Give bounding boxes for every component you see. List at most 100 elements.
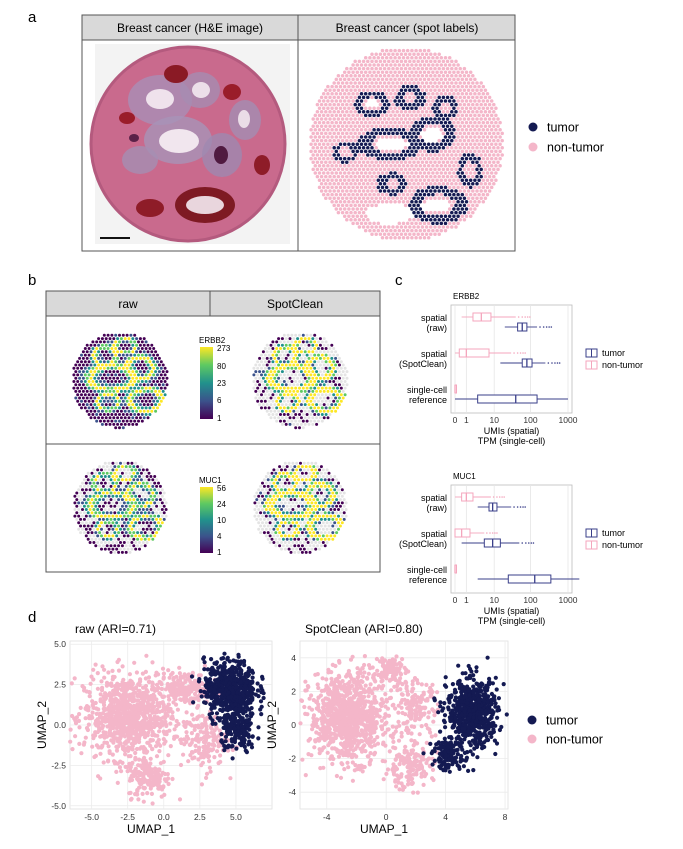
expression-spot [337, 356, 341, 360]
expression-spot [286, 360, 290, 364]
spot-tumor [445, 189, 450, 193]
spot-non-tumor [372, 178, 376, 182]
spot-non-tumor [311, 124, 315, 128]
expression-spot [76, 373, 80, 377]
spot-tumor [355, 142, 360, 146]
expression-spot [344, 501, 348, 505]
expression-spot [301, 380, 305, 383]
spot-non-tumor [353, 110, 357, 114]
spot-non-tumor [447, 106, 452, 110]
spot-non-tumor [418, 70, 423, 74]
spot-non-tumor [317, 128, 322, 132]
expression-spot [283, 468, 287, 472]
expression-spot [320, 353, 324, 357]
spot-non-tumor [366, 182, 370, 186]
expression-spot [126, 527, 130, 531]
expression-spot [138, 396, 142, 400]
expression-spot [277, 396, 281, 400]
expression-spot [134, 547, 138, 551]
expression-spot [143, 511, 147, 515]
expression-spot [124, 517, 128, 521]
spot-non-tumor [410, 56, 414, 60]
expression-spot [151, 511, 155, 515]
expression-spot [105, 491, 109, 495]
spot-tumor [431, 106, 435, 110]
umap-point [135, 693, 140, 698]
expression-spot [297, 504, 301, 508]
expression-spot [147, 511, 151, 515]
expression-spot [139, 524, 143, 528]
expression-spot [123, 343, 127, 347]
expression-spot [321, 494, 325, 498]
expression-spot [88, 475, 92, 478]
expression-spot [116, 363, 120, 367]
expression-spot [305, 347, 309, 350]
expression-spot [96, 494, 100, 498]
expression-spot [268, 508, 272, 511]
spot-tumor [403, 182, 408, 186]
expression-spot [295, 508, 299, 511]
expression-spot [120, 498, 124, 502]
expression-spot [111, 494, 115, 498]
expression-spot [137, 393, 140, 397]
expression-spot [289, 531, 293, 535]
spot-non-tumor [319, 153, 324, 157]
spot-non-tumor [368, 171, 372, 175]
expression-spot [136, 498, 140, 502]
expression-spot [139, 531, 143, 535]
spot-non-tumor [454, 131, 458, 136]
spot-tumor [408, 146, 412, 150]
expression-spot [113, 550, 117, 554]
expression-spot [92, 475, 96, 478]
expression-spot [82, 504, 86, 508]
expression-spot [296, 422, 300, 426]
umap-point [90, 710, 95, 715]
expression-spot [284, 389, 288, 393]
expression-spot [160, 514, 164, 518]
spot-non-tumor [376, 56, 381, 60]
expression-spot [282, 373, 286, 377]
expression-spot [280, 409, 284, 413]
expression-spot [127, 337, 131, 341]
spot-tumor [347, 156, 351, 161]
expression-spot [255, 498, 259, 502]
expression-spot [263, 360, 267, 364]
spot-non-tumor [389, 92, 393, 96]
expression-spot [112, 363, 116, 367]
expression-spot [81, 370, 85, 374]
expression-spot [319, 471, 323, 475]
spot-tumor [445, 131, 450, 136]
expression-spot [283, 508, 287, 511]
spot-tumor [374, 95, 378, 100]
expression-spot [140, 406, 144, 410]
umap-point [80, 684, 85, 689]
spot-non-tumor [338, 178, 343, 182]
umap-point [93, 700, 98, 706]
expression-spot [286, 406, 290, 410]
spot-non-tumor [408, 182, 412, 186]
spot-non-tumor [454, 160, 458, 164]
spot-non-tumor [416, 52, 420, 56]
expression-spot [317, 399, 320, 403]
spot-non-tumor [429, 74, 433, 78]
expression-spot [325, 501, 329, 505]
spot-non-tumor [447, 149, 452, 154]
spot-non-tumor [450, 146, 454, 150]
expression-spot [322, 389, 326, 393]
expression-spot [318, 494, 321, 498]
expression-spot [319, 465, 323, 469]
spot-non-tumor [397, 70, 402, 74]
panel-a-header-left: Breast cancer (H&E image) [117, 21, 263, 35]
expression-spot [320, 419, 324, 423]
expression-spot [259, 511, 263, 515]
expression-spot [324, 393, 328, 397]
spot-tumor [412, 138, 416, 143]
spot-non-tumor [405, 99, 410, 103]
spot-non-tumor [443, 228, 448, 233]
spot-non-tumor [458, 102, 462, 107]
spot-tumor [441, 218, 446, 222]
expression-spot [78, 356, 82, 360]
expression-spot [75, 498, 79, 502]
spot-non-tumor [349, 196, 353, 200]
expression-spot [295, 521, 299, 525]
